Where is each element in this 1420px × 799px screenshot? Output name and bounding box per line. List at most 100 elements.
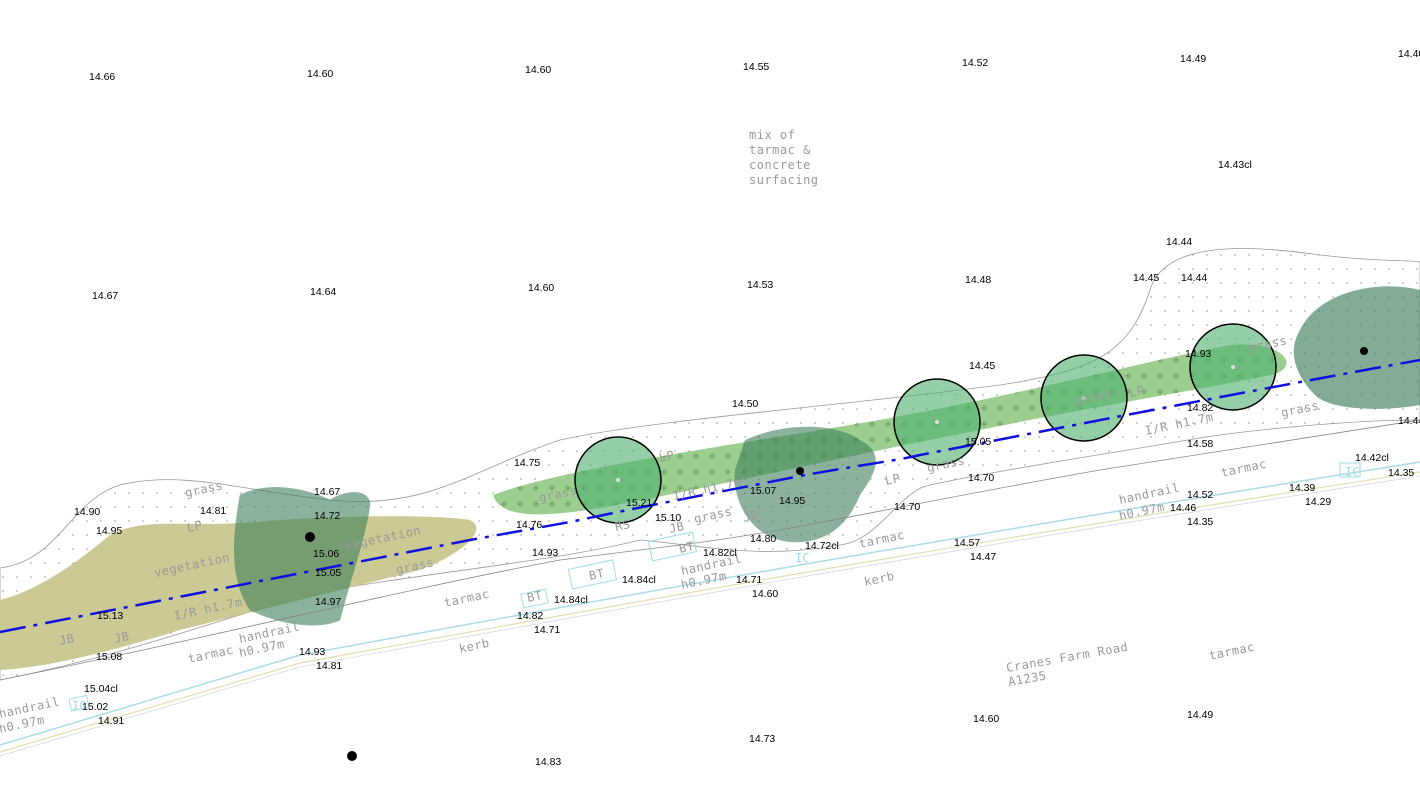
surface-note-line: surfacing xyxy=(749,173,819,187)
feature-label: tarmac xyxy=(187,643,235,666)
spot-height-label: 14.40 xyxy=(1398,48,1420,60)
spot-height-label: 14.43cl xyxy=(1218,159,1252,171)
tree-trunk-symbols xyxy=(305,347,1368,761)
spot-height-label: 14.44 xyxy=(1166,236,1192,248)
spot-height-label: 14.70 xyxy=(968,472,994,484)
feature-label: JB xyxy=(58,631,76,648)
spot-height-label: 14.75 xyxy=(514,457,540,469)
spot-height-label: 15.04cl xyxy=(84,683,118,695)
spot-height-label: 14.52 xyxy=(962,57,988,69)
surface-note-line: mix of xyxy=(749,128,795,142)
spot-height-label: 14.53 xyxy=(747,279,773,291)
road-number-label: A1235 xyxy=(1007,668,1047,688)
spot-height-label: 14.91 xyxy=(98,715,124,727)
spot-height-label: 14.93 xyxy=(532,547,558,559)
spot-height-label: 15.06 xyxy=(313,548,339,560)
inspection-cover-label: IC xyxy=(72,699,86,713)
spot-height-label: 14.45 xyxy=(1133,272,1159,284)
spot-height-label: 14.46 xyxy=(1170,502,1196,514)
inspection-cover-label: IC xyxy=(795,551,809,565)
feature-label: LP xyxy=(1128,383,1146,400)
spot-height-label: 14.83 xyxy=(535,756,561,768)
feature-label: LP xyxy=(884,471,902,488)
spot-height-label: 14.35 xyxy=(1187,516,1213,528)
spot-heights-layer: 14.66 14.60 14.60 14.55 14.52 14.49 14.40 14.43… xyxy=(74,48,1420,768)
spot-height-label: 14.95 xyxy=(96,525,122,537)
spot-height-label: 15.13 xyxy=(97,610,123,622)
inspection-cover-label: IC xyxy=(1345,465,1359,479)
spot-height-label: 14.55 xyxy=(743,61,769,73)
spot-height-label: 14.82cl xyxy=(703,547,737,559)
spot-height-label: 14.95 xyxy=(779,495,805,507)
spot-height-label: 14.35 xyxy=(1388,467,1414,479)
spot-height-label: 14.60 xyxy=(307,68,333,80)
spot-height-label: 14.45 xyxy=(969,360,995,372)
surface-note-line: concrete xyxy=(749,158,811,172)
spot-height-label: 15.10 xyxy=(655,512,681,524)
kerb-line xyxy=(0,471,1420,753)
kerb-line-cyan xyxy=(0,461,1420,746)
spot-height-label: 14.50 xyxy=(732,398,758,410)
spot-height-label: 14.71 xyxy=(736,574,762,586)
fence-line xyxy=(0,358,1420,634)
footpath-edge xyxy=(0,419,1420,681)
spot-height-label: 14.67 xyxy=(314,486,340,498)
spot-height-label: 14.49 xyxy=(1187,709,1213,721)
feature-label: BT xyxy=(526,588,544,605)
spot-height-label: 14.82 xyxy=(1187,402,1213,414)
spot-height-label: 15.05 xyxy=(965,436,991,448)
spot-height-label: 14.70 xyxy=(894,501,920,513)
spot-height-label: 14.73 xyxy=(749,733,775,745)
road-edge-line xyxy=(0,475,1420,757)
tree-canopy xyxy=(734,426,876,543)
spot-height-label: 14.64 xyxy=(310,286,336,298)
spot-height-label: 14.44 xyxy=(1398,415,1420,427)
spot-height-label: 14.71 xyxy=(534,624,560,636)
feature-label: kerb xyxy=(863,569,896,589)
spot-height-label: 14.97 xyxy=(315,596,341,608)
feature-label: tarmac xyxy=(1220,457,1268,480)
spot-height-label: 14.84cl xyxy=(622,574,656,586)
spot-height-label: 14.60 xyxy=(752,588,778,600)
spot-height-label: 14.93 xyxy=(1185,348,1211,360)
feature-label: LP xyxy=(658,448,676,465)
spot-height-label: 14.81 xyxy=(200,505,226,517)
spot-height-label: 14.47 xyxy=(970,551,996,563)
spot-height-label: 14.29 xyxy=(1305,496,1331,508)
spot-height-label: 15.21 xyxy=(626,497,652,509)
spot-height-label: 14.52 xyxy=(1187,489,1213,501)
spot-height-label: 14.90 xyxy=(74,506,100,518)
spot-height-label: 14.76 xyxy=(516,519,542,531)
spot-height-label: 14.48 xyxy=(965,274,991,286)
spot-height-label: 14.60 xyxy=(528,282,554,294)
spot-height-label: 14.39 xyxy=(1289,482,1315,494)
feature-label: JB xyxy=(113,629,131,646)
spot-height-label: 14.80 xyxy=(750,533,776,545)
street-furniture xyxy=(68,462,1361,712)
feature-label: BT xyxy=(588,566,606,583)
spot-height-label: 14.57 xyxy=(954,537,980,549)
feature-label: BT xyxy=(678,539,696,556)
feature-label: tarmac xyxy=(1208,640,1256,663)
spot-height-label: 14.42cl xyxy=(1355,452,1389,464)
surface-note-line: tarmac & xyxy=(749,143,811,157)
spot-height-label: 15.07 xyxy=(750,485,776,497)
spot-height-label: 14.49 xyxy=(1180,53,1206,65)
feature-label: tarmac xyxy=(443,587,491,610)
spot-height-label: 14.81 xyxy=(316,660,342,672)
spot-height-label: 14.72 xyxy=(314,510,340,522)
spot-height-label: 15.08 xyxy=(96,651,122,663)
spot-height-label: 14.93 xyxy=(299,646,325,658)
feature-label: JB xyxy=(668,519,686,536)
spot-height-label: 14.72cl xyxy=(805,540,839,552)
feature-label: LP xyxy=(186,518,204,535)
spot-height-label: 14.66 xyxy=(89,71,115,83)
feature-label: JB xyxy=(742,508,760,525)
feature-label: kerb xyxy=(458,636,491,656)
spot-height-label: 14.58 xyxy=(1187,438,1213,450)
feature-label: RS xyxy=(614,517,632,534)
spot-height-label: 15.02 xyxy=(82,701,108,713)
road-name-label: Cranes Farm Road xyxy=(1005,640,1129,675)
